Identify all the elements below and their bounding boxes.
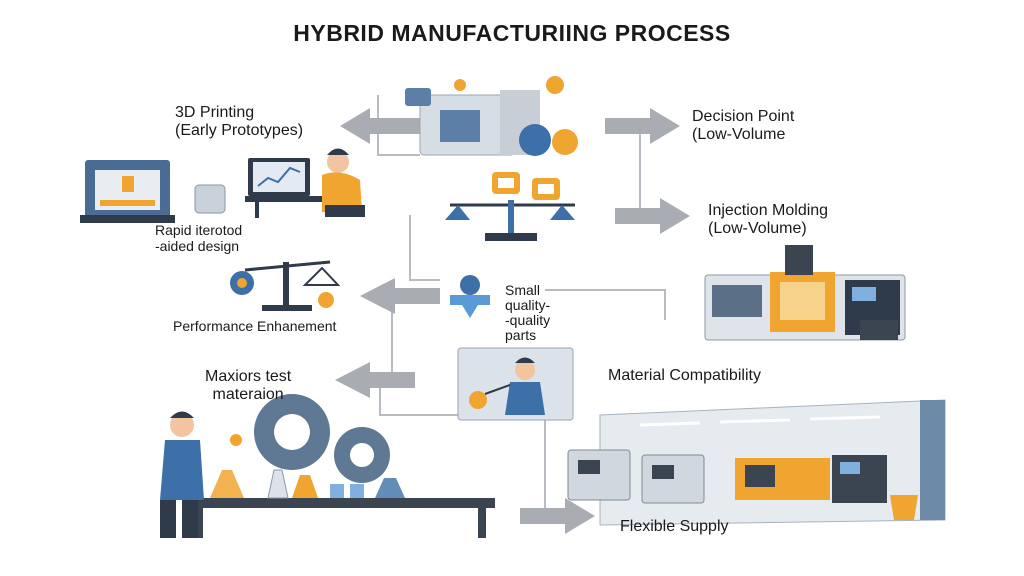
diagram-title: HYBRID MANUFACTURIING PROCESS bbox=[293, 20, 731, 46]
connector-line bbox=[409, 215, 440, 281]
arrow-left-maxiors bbox=[335, 362, 415, 398]
label-line: (Low-Volume bbox=[692, 126, 786, 143]
label-rapid-iteration: Rapid iterotod -aided design bbox=[155, 222, 242, 254]
label-decision-point: Decision Point (Low-Volume bbox=[692, 108, 794, 144]
label-material-compatibility: Material Compatibility bbox=[608, 367, 761, 384]
label-line: -quality bbox=[505, 312, 551, 328]
label-small-quality: Small quality- -quality parts bbox=[505, 283, 550, 343]
arrow-left-printing bbox=[340, 108, 420, 144]
arrow-right-decision bbox=[605, 108, 680, 144]
label-line: 3D Printing bbox=[175, 104, 255, 121]
label-line: quality- bbox=[505, 297, 551, 313]
label-performance: Performance Enhanement bbox=[173, 318, 337, 334]
label-line: -aided design bbox=[155, 238, 240, 254]
label-line: (Early Prototypes) bbox=[175, 122, 304, 139]
arrow-right-injection bbox=[615, 198, 690, 234]
label-line: Injection Molding bbox=[708, 202, 829, 219]
label-line: Maxiors test bbox=[205, 368, 292, 385]
label-line: (Low-Volume) bbox=[708, 220, 807, 237]
connector-line bbox=[379, 380, 470, 416]
connector-line bbox=[545, 289, 666, 320]
label-maxiors: Maxiors test materaion bbox=[205, 368, 291, 404]
connector-line bbox=[377, 95, 420, 156]
label-line: materaion bbox=[212, 386, 284, 403]
label-line: Decision Point bbox=[692, 108, 795, 125]
label-line: Rapid iterotod bbox=[155, 222, 243, 238]
label-injection-molding: Injection Molding (Low-Volume) bbox=[708, 202, 828, 238]
label-flexible-supply: Flexible Supply bbox=[620, 518, 729, 535]
label-line: parts bbox=[505, 327, 537, 343]
label-line: Small bbox=[505, 282, 541, 298]
arrow-left-performance bbox=[360, 278, 440, 314]
arrow-right-flexible bbox=[520, 498, 595, 534]
label-3d-printing: 3D Printing (Early Prototypes) bbox=[175, 104, 303, 140]
